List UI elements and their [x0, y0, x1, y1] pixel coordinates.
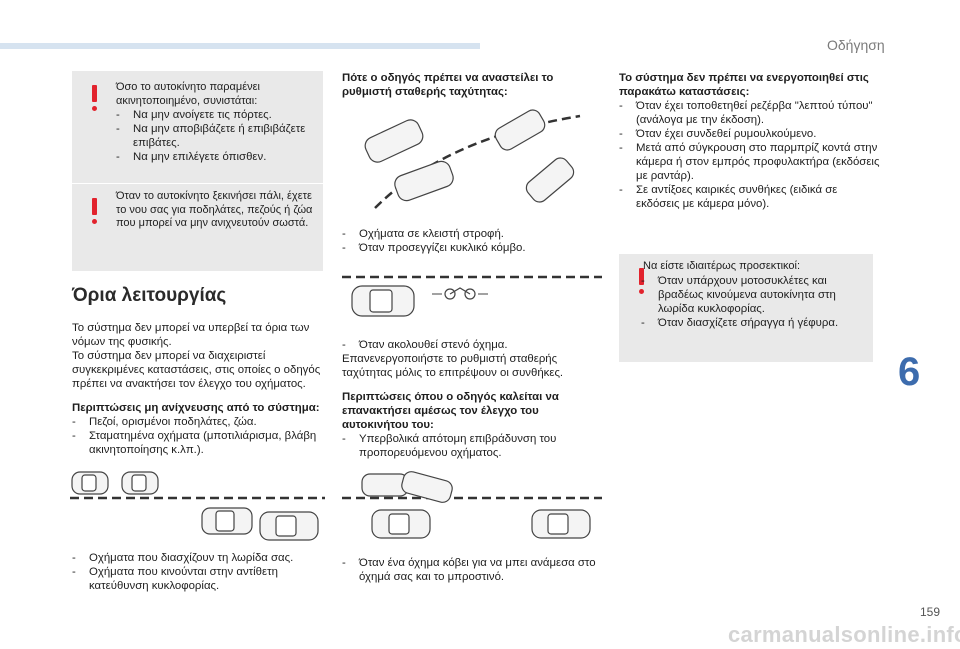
list-item: Να μην ανοίγετε τις πόρτες. [116, 108, 316, 122]
chapter-number: 6 [898, 350, 921, 394]
limits-heading: Όρια λειτουργίας [72, 285, 227, 306]
list-item: Όταν έχει συνδεθεί ρυμουλκούμενο. [619, 127, 881, 141]
list-item: Σταματημένα οχήματα (μποτιλιάρισμα, βλάβ… [72, 429, 324, 457]
warning-note-caution: Να είστε ιδιαιτέρως προσεκτικοί: Όταν υπ… [619, 254, 873, 362]
list-item: Όταν έχει τοποθετηθεί ρεζέρβα "λεπτού τύ… [619, 99, 881, 127]
bicycle-icon [444, 287, 476, 300]
list-item: Όταν ακολουθεί στενό όχημα. [342, 338, 602, 352]
warning-icon [92, 198, 97, 224]
warning-note-stationary: Όσο το αυτοκίνητο παραμένει ακινητοποιημ… [72, 71, 323, 183]
non-detect-title: Περιπτώσεις μη ανίχνευσης από το σύστημα… [72, 402, 320, 414]
reactivate-text: Επανενεργοποιήστε το ρυθμιστή σταθερής τ… [342, 353, 564, 379]
car-own [259, 511, 319, 541]
illustration-crossing-oncoming [70, 471, 325, 541]
list-item: Οχήματα σε κλειστή στροφή. [342, 227, 602, 241]
list-item: Πεζοί, ορισμένοι ποδηλάτες, ζώα. [72, 415, 324, 429]
watermark: carmanualsonline.info [728, 622, 960, 647]
limits-paragraph-2: Το σύστημα δεν μπορεί να διαχειριστεί συ… [72, 350, 321, 390]
note-intro: Όσο το αυτοκίνητο παραμένει ακινητοποιημ… [116, 81, 260, 107]
list-item: Όταν προσεγγίζει κυκλικό κόμβο. [342, 241, 602, 255]
note-text: Όταν το αυτοκίνητο ξεκινήσει πάλι, έχετε… [116, 190, 313, 229]
header-bar [0, 43, 480, 49]
section-title: Οδήγηση [827, 37, 885, 53]
car-oncoming [71, 471, 159, 495]
list-item: Όταν διασχίζετε σήραγγα ή γέφυρα. [641, 316, 867, 330]
list-item: Να μην αποβιβάζετε ή επιβιβάζετε επιβάτε… [116, 122, 316, 150]
illustration-cut-in [342, 471, 602, 539]
warning-note-restart: Όταν το αυτοκίνητο ξεκινήσει πάλι, έχετε… [72, 184, 323, 271]
warning-icon [92, 85, 97, 111]
note-intro: Να είστε ιδιαιτέρως προσεκτικοί: [643, 260, 800, 272]
list-item: Υπερβολικά απότομη επιβράδυνση του προπο… [342, 432, 602, 460]
regain-control-title: Περιπτώσεις όπου ο οδηγός καλείται να επ… [342, 391, 559, 431]
illustration-narrow-vehicle [342, 275, 602, 317]
list-item: Σε αντίξοες καιρικές συνθήκες (ειδικά σε… [619, 183, 881, 211]
illustration-tight-bend [364, 109, 581, 209]
page-number: 159 [920, 605, 941, 619]
list-item: Μετά από σύγκρουση στο παρμπρίζ κοντά στ… [619, 141, 881, 183]
when-suspend-title: Πότε ο οδηγός πρέπει να αναστείλει το ρυ… [342, 72, 554, 98]
list-item: Να μην επιλέγετε όπισθεν. [116, 150, 316, 164]
list-item: Όταν ένα όχημα κόβει για να μπει ανάμεσα… [342, 556, 602, 584]
list-item: Οχήματα που κινούνται στην αντίθετη κατε… [72, 565, 324, 593]
no-activate-title: Το σύστημα δεν πρέπει να ενεργοποιηθεί σ… [619, 72, 869, 98]
list-item: Οχήματα που διασχίζουν τη λωρίδα σας. [72, 551, 324, 565]
limits-paragraph-1: Το σύστημα δεν μπορεί να υπερβεί τα όρια… [72, 322, 310, 348]
list-item: Όταν υπάρχουν μοτοσυκλέτες και βραδέως κ… [641, 274, 867, 316]
car-crossing [201, 507, 253, 535]
